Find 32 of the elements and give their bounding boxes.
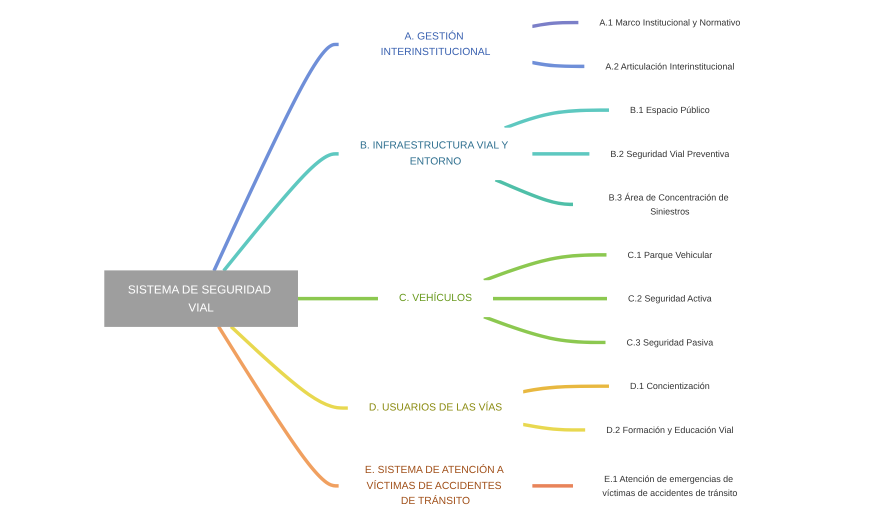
- node-text: C.2 Seguridad Activa: [628, 293, 712, 304]
- connector: [522, 422, 586, 432]
- connector: [298, 296, 378, 300]
- node-text: C.1 Parque Vehicular: [628, 250, 712, 260]
- connector: [483, 253, 607, 282]
- node-text: B. INFRAESTRUCTURA VIAL Y ENTORNO: [360, 140, 508, 167]
- connector: [212, 42, 339, 272]
- connector: [532, 20, 579, 28]
- node-text: D.1 Concientización: [630, 380, 710, 392]
- node-text: B.3 Área de Concentración de Siniestros: [608, 192, 729, 216]
- connector: [483, 315, 606, 344]
- connector: [230, 325, 348, 410]
- node-text: B.2 Seguridad Vial Preventiva: [610, 148, 730, 159]
- connector: [492, 296, 608, 300]
- node-text: D.2 Formación y Educación Vial: [606, 424, 734, 435]
- connector: [522, 384, 610, 394]
- connector: [504, 108, 610, 130]
- node-text: A. GESTIÓN INTERINSTITUCIONAL: [380, 30, 490, 58]
- connector: [532, 484, 574, 488]
- connector: [222, 152, 339, 272]
- node-text: A.1 Marco Institucional y Normativo: [599, 17, 740, 28]
- node-text: E.1 Atención de emergencias de víctimas de accidentes de tránsito: [602, 474, 738, 498]
- connector: [494, 178, 574, 206]
- connector: [532, 152, 590, 156]
- node-text: D. USUARIOS DE LAS VÍAS: [368, 402, 502, 414]
- node-text: C.3 Seguridad Pasiva: [626, 337, 714, 348]
- node-text: A.2 Articulación Interinstitucional: [605, 61, 734, 72]
- node-text: E. SISTEMA DE ATENCIÓN A VÍCTIMAS DE ACCIDENTES DE TRÁNSITO: [364, 464, 504, 507]
- connector: [532, 60, 585, 68]
- node-text: B.1 Espacio Público: [630, 104, 710, 116]
- connector: [217, 326, 339, 488]
- node-box: SISTEMA DE SEGURIDAD VIAL: [104, 270, 298, 327]
